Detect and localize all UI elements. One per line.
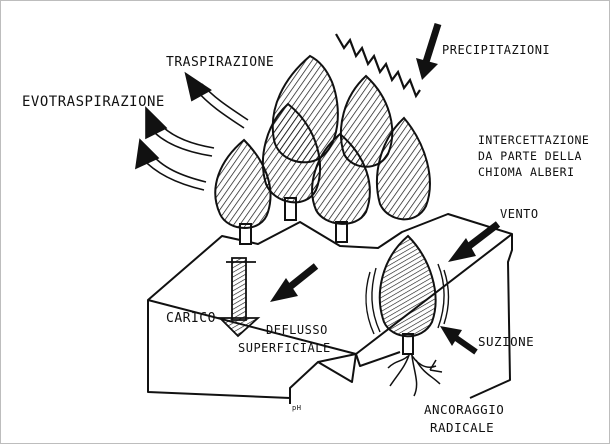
- roots: [388, 352, 442, 396]
- evapotranspiration-arrow-1: [146, 108, 214, 156]
- suction-arrow: [440, 326, 476, 352]
- label-intercettazione-3: CHIOMA ALBERI: [478, 165, 575, 179]
- transpiration-arrow: [186, 74, 248, 128]
- evapotranspiration-arrow-2: [136, 140, 206, 190]
- tree-crown-left: [215, 140, 270, 228]
- label-evotraspirazione: EVOTRASPIRAZIONE: [22, 94, 165, 110]
- precipitation-zigzag: [336, 34, 420, 96]
- corner-mark: pH: [292, 404, 301, 412]
- label-deflusso-2: SUPERFICIALE: [238, 341, 331, 355]
- label-suzione: SUZIONE: [478, 334, 534, 349]
- label-intercettazione-2: DA PARTE DELLA: [478, 149, 582, 163]
- precipitation-arrow: [416, 24, 438, 80]
- label-precipitazioni: PRECIPITAZIONI: [442, 43, 550, 57]
- label-intercettazione-1: INTERCETTAZIONE: [478, 133, 589, 147]
- label-ancoraggio-1: ANCORAGGIO: [424, 402, 504, 417]
- label-carico: CARICO: [166, 311, 216, 326]
- label-traspirazione: TRASPIRAZIONE: [166, 55, 274, 70]
- label-vento: VENTO: [500, 207, 539, 221]
- ground-block: [148, 214, 512, 404]
- label-deflusso-1: DEFLUSSO: [266, 323, 328, 337]
- label-ancoraggio-2: RADICALE: [430, 420, 494, 435]
